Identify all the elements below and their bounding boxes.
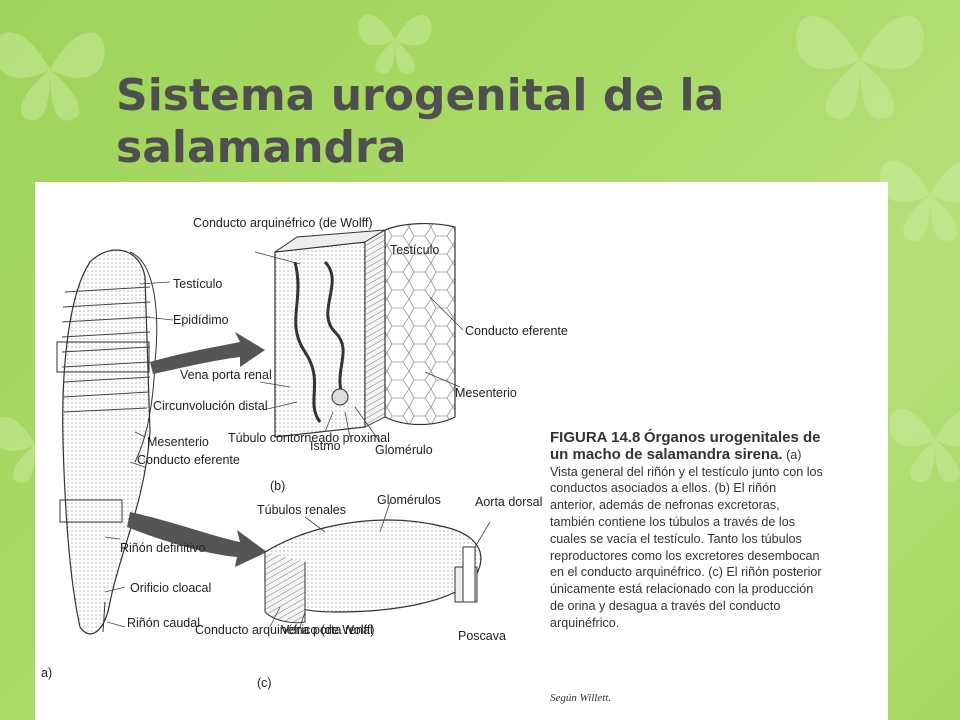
label-mesenterio-a: Mesenterio bbox=[147, 435, 209, 449]
label-rinon-definitivo: Riñón definitivo bbox=[120, 541, 206, 555]
label-rinon-caudal: Riñón caudal bbox=[127, 616, 200, 630]
butterfly-decoration bbox=[879, 160, 960, 242]
kidney-section-b-drawing bbox=[274, 222, 456, 438]
label-conducto-eferente-a: Conducto eferente bbox=[137, 453, 240, 467]
label-orificio-cloacal: Orificio cloacal bbox=[130, 581, 211, 595]
figure-drawing: Conducto arquinéfrico (de Wolff) Testícu… bbox=[41, 216, 568, 690]
butterfly-decoration bbox=[796, 16, 924, 119]
label-tubulos-renales: Túbulos renales bbox=[257, 503, 346, 517]
label-tubulo: Túbulo contorneado proximal bbox=[228, 431, 390, 445]
slide-title: Sistema urogenital de la salamandra bbox=[116, 70, 725, 173]
label-conducto-arquinefrico-c: Conducto arquinéfrico (de Wolff) bbox=[195, 623, 375, 637]
arrow-to-b-icon bbox=[150, 332, 265, 374]
label-conducto-eferente-b: Conducto eferente bbox=[465, 324, 568, 338]
label-glomerulo: Glomérulo bbox=[375, 443, 433, 457]
panel-label-a: a) bbox=[41, 666, 52, 680]
kidney-overview-drawing bbox=[56, 249, 158, 635]
label-glomerulos: Glomérulos bbox=[377, 493, 441, 507]
kidney-section-c-drawing bbox=[264, 519, 482, 624]
figure-caption: FIGURA 14.8 Órganos urogenitales de un m… bbox=[550, 429, 825, 632]
label-circunvolucion: Circunvolución distal bbox=[153, 399, 268, 413]
butterfly-decoration bbox=[0, 32, 105, 121]
panel-label-b: (b) bbox=[270, 479, 285, 493]
label-poscava: Poscava bbox=[458, 629, 506, 643]
label-conducto-arquinefrico-b: Conducto arquinéfrico (de Wolff) bbox=[193, 216, 373, 230]
label-aorta-dorsal: Aorta dorsal bbox=[475, 495, 542, 509]
label-istmo: Istmo bbox=[310, 439, 341, 453]
label-vena-porta-c: Vena porta renal bbox=[281, 623, 373, 637]
label-vena-porta-b: Vena porta renal bbox=[180, 368, 272, 382]
caption-label: FIGURA 14.8 bbox=[550, 429, 641, 446]
label-epididimo: Epidídimo bbox=[173, 313, 229, 327]
caption-text: (a) Vista general del riñón y el testícu… bbox=[550, 447, 823, 630]
label-testiculo-a: Testículo bbox=[173, 277, 222, 291]
caption-credit: Según Willett. bbox=[550, 692, 612, 704]
panel-label-c: (c) bbox=[257, 676, 272, 690]
label-testiculo-b: Testículo bbox=[390, 243, 439, 257]
figure-image: Conducto arquinéfrico (de Wolff) Testícu… bbox=[35, 182, 888, 720]
butterfly-decoration bbox=[358, 14, 432, 74]
caption-bold-title: Órganos urogenitales de un macho de sala… bbox=[550, 429, 821, 463]
arrow-to-c-icon bbox=[127, 512, 267, 567]
label-mesenterio-b: Mesenterio bbox=[455, 386, 517, 400]
butterfly-decoration bbox=[889, 408, 960, 483]
